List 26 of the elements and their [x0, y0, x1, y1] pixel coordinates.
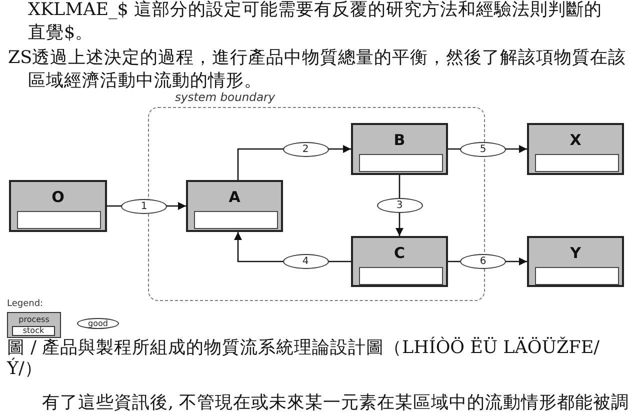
- process-box: [351, 236, 448, 287]
- legend-title: Legend:: [7, 298, 44, 310]
- process-box: [186, 180, 283, 232]
- edge-label: 2: [282, 142, 328, 156]
- process-box: [351, 123, 448, 175]
- edge-label: 4: [282, 254, 328, 269]
- process-box: [527, 236, 624, 287]
- boundary-label: system boundary: [175, 90, 276, 104]
- process-label: A: [228, 187, 242, 207]
- edge-label: 3: [376, 198, 422, 213]
- process-label: Y: [569, 243, 582, 263]
- process-box: [9, 180, 107, 232]
- caption: 圖 / 產品與製程所組成的物質流系統理論設計圖（LHÍÒÖ ËÜ LÄÖÜŽFE/Ý/）: [7, 338, 600, 380]
- edge-label: 6: [460, 254, 506, 269]
- process-label: C: [392, 243, 406, 263]
- edge-label: 5: [460, 142, 506, 156]
- paragraph: ZS透過上述決定的過程，進行產品中物質總量的平衡，然後了解該項物質在該區域經濟活動中流動的情形。: [8, 46, 628, 92]
- edge-label: 1: [121, 198, 167, 214]
- process-label: O: [50, 187, 66, 207]
- stock-sample: stock: [12, 326, 55, 336]
- process-label: B: [392, 130, 406, 150]
- good-sample: good: [77, 318, 119, 329]
- process-label: X: [568, 130, 582, 150]
- process-box: [527, 123, 624, 175]
- paragraph: 有了這些資訊後, 不管現在或未來某一元素在某區域中的流動情形都能被調: [41, 392, 628, 414]
- legend-label: process: [18, 315, 50, 324]
